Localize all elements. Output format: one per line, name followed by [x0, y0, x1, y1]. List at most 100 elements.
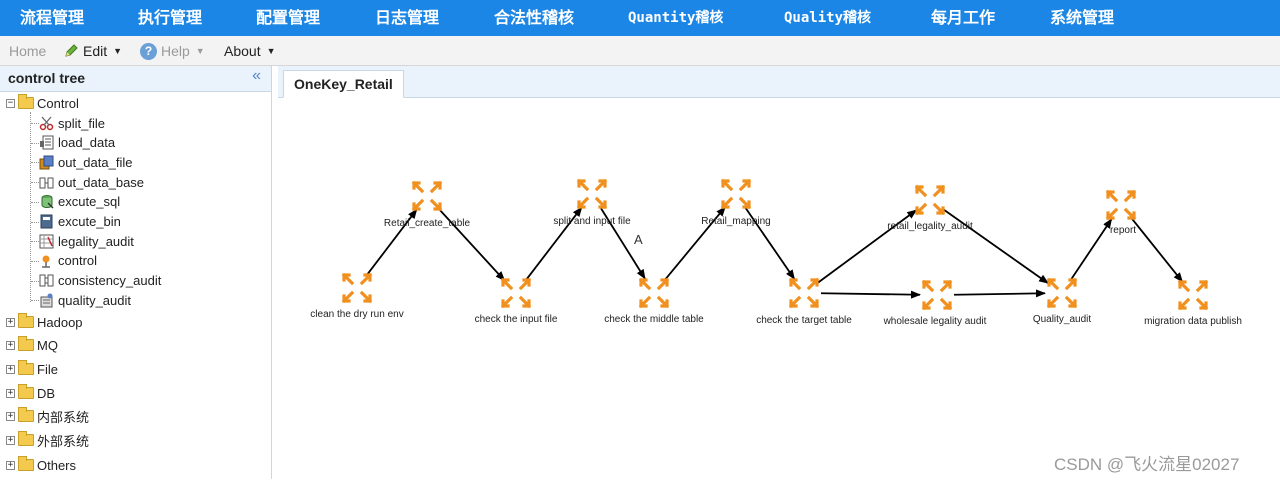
flow-node-label: retail_legality_audit — [887, 221, 973, 232]
tree-connector — [31, 260, 39, 262]
expand-arrows-icon — [1177, 279, 1209, 311]
tree-node-label: control — [58, 253, 98, 269]
tree-node-label: split_file — [58, 115, 105, 131]
expand-arrows-icon — [411, 180, 443, 212]
flow-node-n11[interactable] — [1105, 189, 1137, 221]
expand-arrows-icon — [576, 178, 608, 210]
pencil-icon — [65, 44, 78, 57]
tree-node-consistency-audit[interactable]: consistency_audit — [39, 271, 161, 291]
folder-icon — [18, 456, 34, 471]
expand-toggle-icon[interactable]: + — [6, 316, 15, 327]
flow-node-n8[interactable] — [914, 184, 946, 216]
nav-monthly-work[interactable]: 每月工作 — [931, 8, 996, 27]
nav-system-management[interactable]: 系统管理 — [1050, 8, 1115, 27]
expand-arrows-icon — [921, 279, 953, 311]
expand-arrows-icon — [500, 277, 532, 309]
tree-node-control-root[interactable]: − Control — [6, 93, 79, 113]
tree-folder-6[interactable]: +Others — [6, 455, 76, 475]
expand-toggle-icon[interactable]: + — [6, 459, 15, 470]
flow-diagram — [341, 178, 1209, 311]
flow-edge-n2-n3 — [437, 207, 506, 282]
tree-connector — [31, 182, 39, 184]
flow-node-n12[interactable] — [1177, 279, 1209, 311]
expand-arrows-icon — [788, 277, 820, 309]
menu-about-label: About — [224, 42, 261, 59]
folder-icon — [18, 360, 34, 375]
expand-toggle-icon[interactable]: + — [6, 434, 15, 445]
tree-node-label: load_data — [58, 135, 116, 151]
tree-connector — [31, 221, 39, 223]
flow-node-n10[interactable] — [1046, 277, 1078, 309]
help-icon: ? — [140, 42, 157, 60]
tree-folder-label: DB — [37, 385, 56, 401]
flow-node-label: clean the dry run env — [310, 309, 404, 320]
nav-legality-audit[interactable]: 合法性稽核 — [494, 8, 575, 27]
flow-node-label: migration data publish — [1144, 316, 1242, 327]
menu-about[interactable]: About▼ — [224, 36, 276, 66]
tree-node-legality-audit[interactable]: legality_audit — [39, 231, 134, 251]
tree-folder-1[interactable]: +MQ — [6, 335, 58, 355]
flow-node-n4[interactable] — [576, 178, 608, 210]
tab-onekey-retail[interactable]: OneKey_Retail — [283, 70, 404, 98]
expand-toggle-icon[interactable]: + — [6, 410, 15, 421]
tree-node-label: quality_audit — [58, 292, 131, 308]
flow-node-n2[interactable] — [411, 180, 443, 212]
nav-quality-audit[interactable]: Quality稽核 — [784, 10, 872, 26]
flow-edge-n4-n5 — [600, 207, 646, 280]
expand-toggle-icon[interactable]: + — [6, 339, 15, 350]
tree-node-out-data-base[interactable]: out_data_base — [39, 172, 144, 192]
tree-connector — [31, 142, 39, 144]
flow-node-label: Quality_audit — [1032, 314, 1092, 325]
tree-node-label: excute_sql — [58, 194, 121, 210]
expand-toggle-icon[interactable]: + — [6, 363, 15, 374]
nav-process-management[interactable]: 流程管理 — [20, 8, 85, 27]
flow-edge-n1-n2 — [366, 208, 418, 276]
tree-node-out-data-file[interactable]: out_data_file — [39, 152, 132, 172]
flow-node-n6[interactable] — [720, 178, 752, 210]
collapse-toggle-icon[interactable]: − — [6, 97, 15, 108]
flow-node-n1[interactable] — [341, 272, 373, 304]
nav-config-management[interactable]: 配置管理 — [256, 8, 321, 27]
tree-connector — [31, 123, 39, 124]
flow-edge-n5-n6 — [664, 206, 726, 281]
flow-edge-n9-n10 — [953, 289, 1047, 298]
expand-arrows-icon — [638, 277, 670, 309]
tree-node-load-data[interactable]: load_data — [39, 133, 115, 153]
flow-edge-n7-n9 — [820, 290, 922, 299]
file-export-icon — [39, 155, 54, 170]
nav-log-management[interactable]: 日志管理 — [375, 8, 440, 27]
tree-node-excute-bin[interactable]: excute_bin — [39, 212, 121, 232]
flow-node-label: Retail_mapping — [701, 216, 771, 227]
nav-quantity-audit[interactable]: Quantity稽核 — [628, 10, 724, 26]
flow-node-n3[interactable] — [500, 277, 532, 309]
flow-node-n5[interactable] — [638, 277, 670, 309]
tree-folder-3[interactable]: + DB — [6, 383, 55, 403]
expand-toggle-icon[interactable]: + — [6, 387, 15, 398]
tree-node-control[interactable]: control — [39, 251, 97, 271]
menu-help[interactable]: ? Help▼ — [140, 36, 205, 66]
flow-node-n9[interactable] — [921, 279, 953, 311]
scissors-icon — [39, 116, 54, 130]
tree-folder-label: File — [37, 361, 58, 377]
tree-node-split-file[interactable]: split_file — [39, 113, 105, 133]
tree-folder-5[interactable]: +外部系统 — [6, 430, 89, 450]
menu-home[interactable]: Home — [9, 36, 46, 66]
tree-node-excute-sql[interactable]: excute_sql — [39, 192, 120, 212]
tree-node-quality-audit[interactable]: quality_audit — [39, 290, 131, 310]
audit-sheet-icon — [39, 234, 54, 249]
expand-arrows-icon — [720, 178, 752, 210]
flow-edge-n10-n11 — [1070, 218, 1113, 280]
tree-folder-4[interactable]: +内部系统 — [6, 406, 89, 426]
tree-folder-0[interactable]: +Hadoop — [6, 312, 83, 332]
menu-edit[interactable]: Edit▼ — [63, 36, 122, 66]
nav-execution-management[interactable]: 执行管理 — [138, 8, 203, 27]
chevron-down-icon: ▼ — [195, 45, 205, 56]
collapse-panel-icon[interactable]: « — [252, 67, 261, 84]
tree-folder-2[interactable]: + File — [6, 359, 58, 379]
expand-arrows-icon — [914, 184, 946, 216]
tab-bar: OneKey_Retail — [278, 66, 1280, 98]
folder-icon — [18, 407, 34, 422]
flow-edge-n7-n8 — [817, 209, 918, 284]
flow-node-n7[interactable] — [788, 277, 820, 309]
